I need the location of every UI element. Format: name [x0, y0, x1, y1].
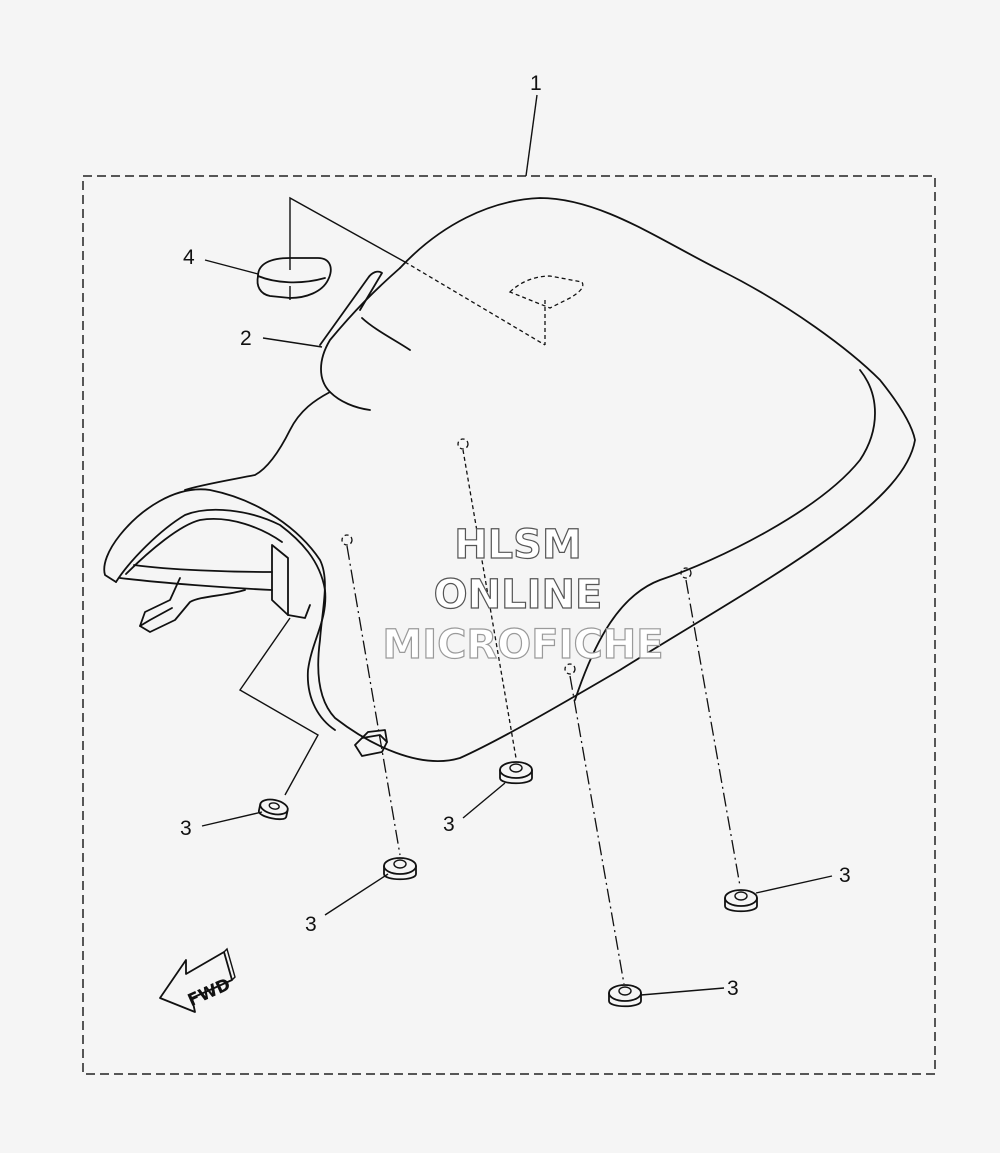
centerline-damper-c — [685, 579, 741, 887]
callout-3-bottom: 3 — [727, 977, 739, 1000]
callout-1: 1 — [530, 72, 542, 95]
hole-markers — [341, 438, 692, 675]
leader-cover — [262, 337, 323, 348]
callout-3-center: 3 — [443, 813, 455, 836]
seat-body — [103, 197, 916, 762]
pad-part — [256, 257, 332, 300]
watermark-line2: ONLINE — [434, 572, 603, 618]
pad-dashed-leader — [404, 261, 546, 346]
watermark-line1: HLSM — [454, 522, 582, 568]
assembly-frame — [82, 175, 936, 1075]
fwd-arrow-icon: FWD — [159, 947, 236, 1013]
damper-parts — [257, 761, 758, 1008]
callout-4: 4 — [183, 246, 195, 269]
leader-seat — [525, 94, 538, 177]
callout-3-right: 3 — [839, 864, 851, 887]
centerline-damper-b — [346, 545, 401, 856]
leader-rear-damper — [238, 617, 319, 796]
watermark-line3: MICROFICHE — [382, 622, 663, 668]
callout-3-left: 3 — [305, 913, 317, 936]
damper-leaders — [201, 782, 833, 996]
pad-location — [508, 275, 584, 309]
callout-2: 2 — [240, 327, 252, 350]
centerline-damper-a — [462, 449, 517, 759]
watermark: HLSM ONLINE MICROFICHE — [382, 521, 664, 668]
centerline-damper-d — [569, 675, 625, 985]
leader-pad-bracket — [289, 196, 406, 270]
leader-pad — [204, 259, 259, 275]
fwd-label: FWD — [185, 975, 234, 1011]
callout-3-rear: 3 — [180, 817, 192, 840]
